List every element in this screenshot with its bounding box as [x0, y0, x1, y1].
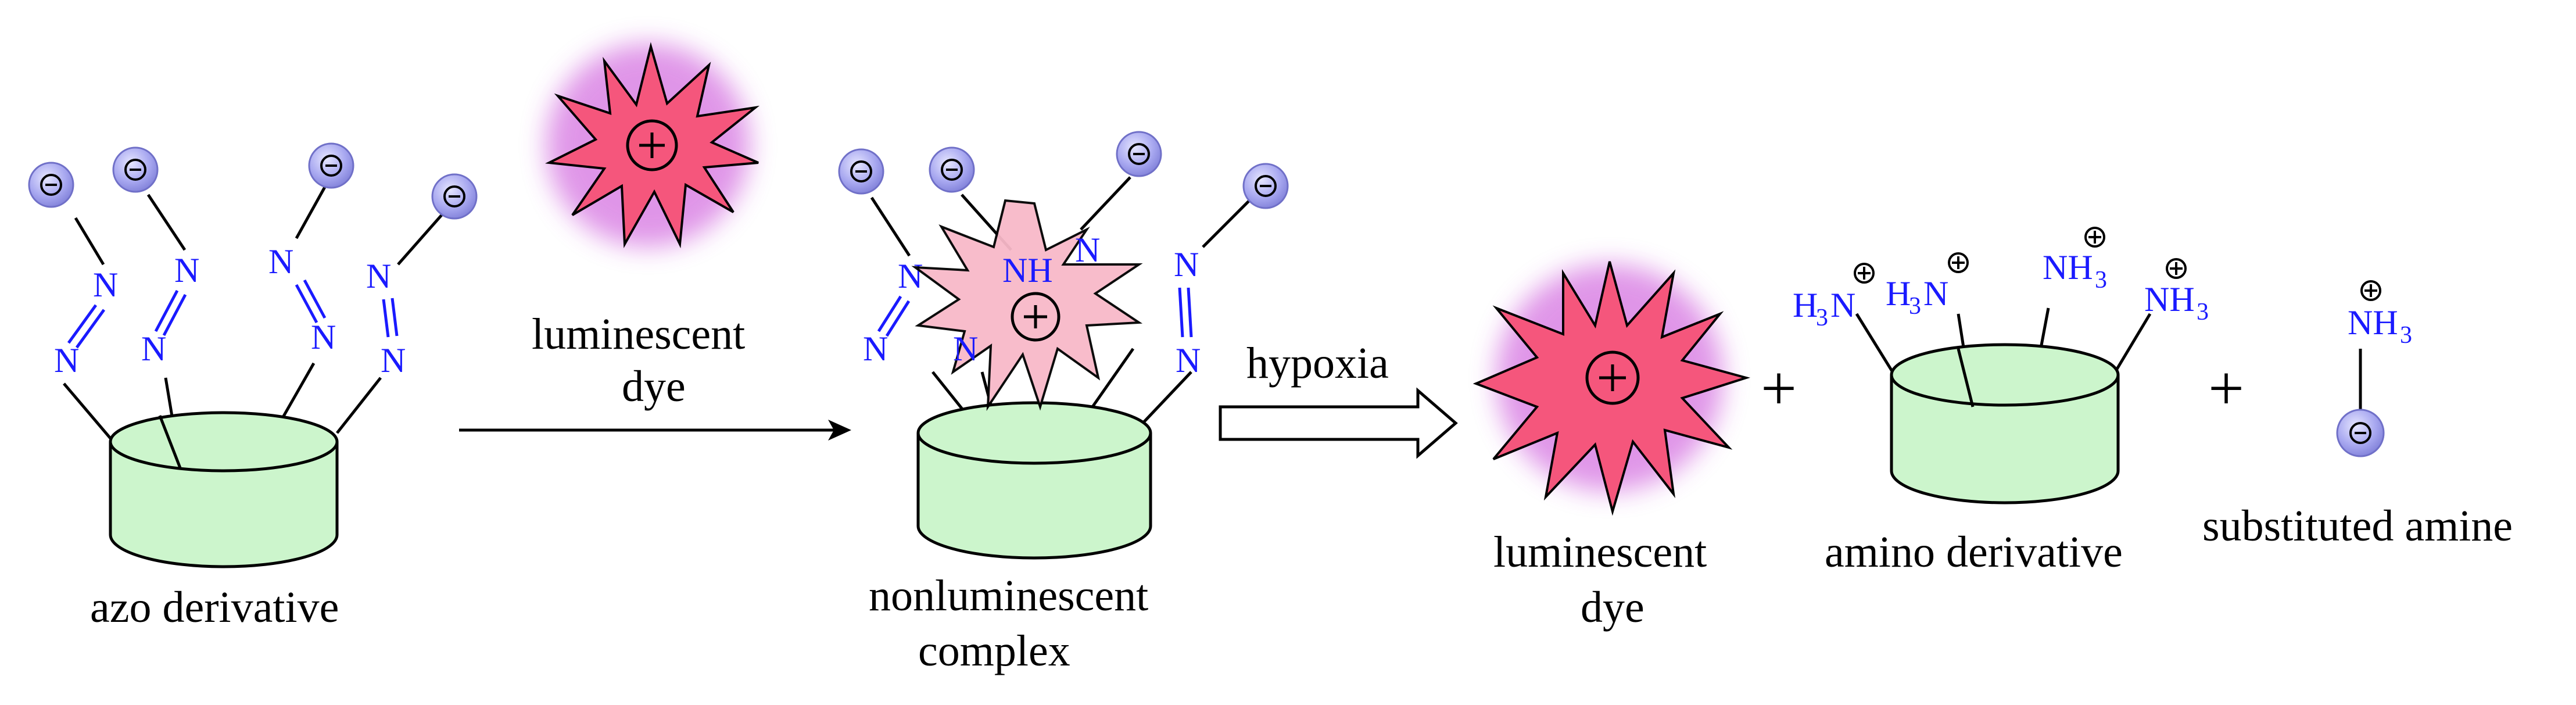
svg-text:H: H — [1886, 274, 1911, 313]
cation-sign — [1585, 350, 1640, 405]
azo-chain: N N — [141, 194, 199, 368]
ammonium-group: NH 3 — [2043, 227, 2107, 294]
nitrogen-label: N — [366, 257, 391, 295]
linker-bond — [277, 362, 316, 425]
luminescent-dye-label: luminescent — [1493, 528, 1707, 577]
luminescent-dye-label: dye — [1581, 583, 1645, 632]
nitrogen-label: N — [1075, 231, 1100, 269]
scaffold-top — [109, 411, 339, 473]
nitrogen-label: N — [1174, 245, 1199, 284]
ammonium-group: H 3 N — [1886, 252, 1969, 320]
hypoxia-label: hypoxia — [1246, 339, 1389, 388]
plus-sign: + — [2208, 353, 2244, 424]
nitrogen-label: N — [141, 330, 166, 368]
nitrogen-label: N — [93, 266, 118, 304]
cation-sign — [1011, 292, 1061, 342]
nitrogen-label: N — [1176, 341, 1201, 380]
luminescent-dye-label: dye — [622, 362, 686, 411]
plus-sign: + — [1761, 353, 1797, 424]
nitrogen-label: N — [268, 242, 293, 281]
amino-derivative-label: amino derivative — [1825, 528, 2123, 577]
azo-chain: N N — [268, 185, 336, 356]
svg-text:3: 3 — [1909, 293, 1921, 320]
nitrogen-label: N — [863, 330, 888, 368]
svg-text:3: 3 — [2197, 299, 2209, 325]
azo-derivative-group: N N N N N N N N — [28, 142, 478, 632]
azo-chain: N N — [54, 217, 118, 380]
svg-text:3: 3 — [2095, 267, 2107, 294]
nitrogen-label: N — [311, 318, 336, 356]
anion — [1242, 163, 1289, 209]
nitrogen-label: N — [381, 341, 406, 380]
anion — [308, 142, 354, 189]
linker-bond — [158, 415, 182, 468]
nonluminescent-label: nonluminescent — [869, 571, 1148, 620]
linker-bond — [336, 377, 382, 434]
scaffold-top — [916, 401, 1152, 465]
anion — [929, 146, 975, 193]
ammonium-group: NH 3 — [2144, 258, 2209, 325]
quenched-dye-shape — [911, 199, 1143, 411]
svg-text:NH: NH — [2144, 280, 2195, 318]
svg-text:3: 3 — [1816, 305, 1828, 331]
ammonium-label: NH — [2348, 303, 2398, 342]
svg-text:H: H — [1793, 286, 1818, 324]
scaffold-top — [1890, 343, 2120, 407]
nitrogen-label: N — [898, 257, 923, 295]
scaffold-body — [109, 442, 339, 568]
luminescent-dye-label: luminescent — [532, 310, 745, 359]
ammonium-group: H 3 N — [1793, 263, 1875, 331]
azo-chain: N N — [366, 214, 443, 380]
luminescent-dye-top — [544, 42, 760, 249]
nitrogen-label: N — [953, 330, 978, 368]
hypoxia-arrow — [1219, 387, 1458, 459]
anion — [431, 173, 478, 220]
nonluminescent-complex-group: N N N N NH N N — [838, 131, 1289, 675]
nitrogen-label: N — [54, 341, 79, 380]
reaction-arrow — [459, 420, 851, 441]
svg-text:N: N — [1830, 286, 1855, 324]
anion — [2336, 409, 2385, 457]
nh-label: NH — [1002, 251, 1053, 289]
anion — [28, 162, 74, 208]
scaffold-body — [916, 433, 1152, 560]
svg-text:NH: NH — [2043, 248, 2093, 287]
luminescent-dye-right — [1472, 261, 1751, 516]
svg-text:N: N — [1923, 274, 1948, 313]
nonluminescent-label: complex — [918, 627, 1070, 675]
nitrogen-label: N — [174, 251, 199, 289]
amino-derivative-group: H 3 N H 3 N NH 3 NH 3 — [1793, 227, 2209, 577]
anion — [112, 146, 159, 193]
scaffold-body — [1890, 375, 2120, 504]
cation-sign — [626, 119, 678, 171]
substituted-amine-group: NH 3 substituted amine — [2202, 280, 2513, 550]
azo-derivative-label: azo derivative — [90, 583, 339, 632]
svg-text:3: 3 — [2400, 322, 2412, 349]
linker-bond — [63, 382, 114, 443]
substituted-amine-label: substituted amine — [2202, 502, 2513, 550]
anion — [1116, 131, 1162, 177]
anion — [838, 148, 884, 195]
